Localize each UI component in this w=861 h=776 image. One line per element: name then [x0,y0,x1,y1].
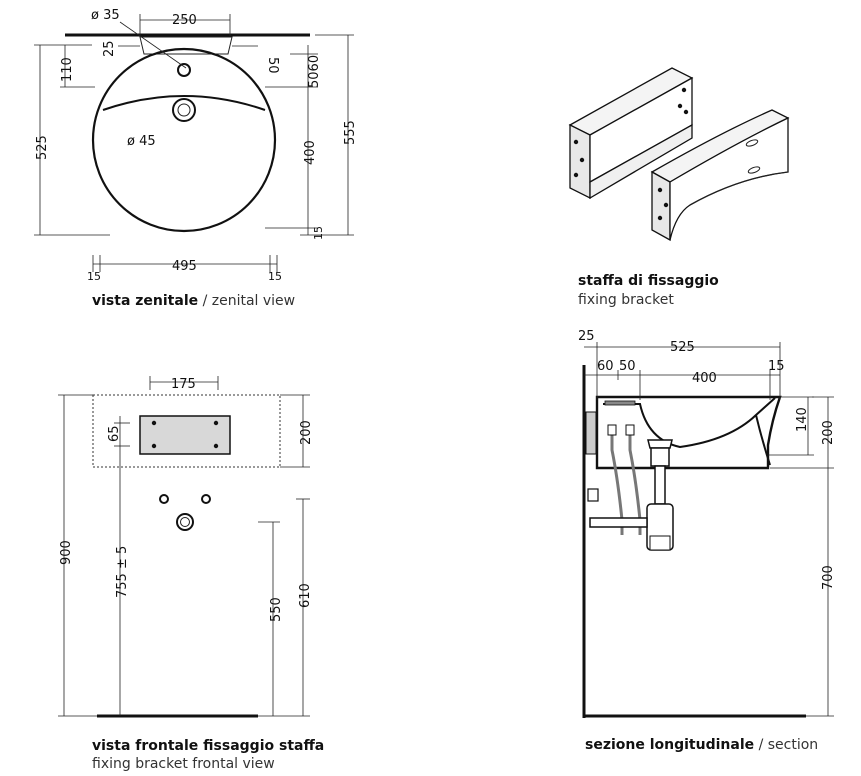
dim-900: 900 [59,540,74,565]
dim-15-left: 15 [87,270,101,283]
section-view: 25 525 60 50 400 15 140 200 700 sezione … [578,329,836,753]
dim-200-section: 200 [821,420,836,445]
waste-outlet [176,513,194,531]
frontal-caption-it: vista frontale fissaggio staffa [92,738,324,754]
tap-hole [177,63,191,77]
dim-5060: 5060 [307,55,322,88]
bracket-caption-it: staffa di fissaggio [578,273,719,289]
dim-550: 550 [269,597,284,622]
supply-hole-left [159,494,169,504]
dim-110: 110 [60,57,75,82]
overflow-channel [604,400,636,406]
dim-15-section: 15 [768,359,785,374]
dim-400-section: 400 [692,371,717,386]
bracket-caption-en: fixing bracket [578,292,674,308]
overflow-slot [139,36,233,55]
dim-555: 555 [343,120,358,145]
drain-inner [177,103,191,117]
dim-25-section: 25 [578,329,595,344]
drain-outer [172,98,196,122]
dim-60: 60 [597,359,614,374]
basin-rim [102,95,266,111]
frontal-caption-en: fixing bracket frontal view [92,756,275,772]
shutoff-valve [587,488,599,502]
basin-outline-dashed [92,394,281,468]
dim-495: 495 [172,259,197,274]
basin-body-section [595,395,782,470]
dim-525-section: 525 [670,340,695,355]
dim-755: 755 ± 5 [115,546,130,598]
section-caption: sezione longitudinale / section [585,737,818,753]
dim-tap-diameter: ø 35 [91,8,120,23]
dim-175: 175 [171,377,196,392]
basin-bowl-section [603,397,776,449]
bracket-straight [568,67,694,200]
dim-700: 700 [821,565,836,590]
bracket-view: staffa di fissaggio fixing bracket [568,67,790,308]
dim-width-250: 250 [172,13,197,28]
dim-610: 610 [298,583,313,608]
bracket-curved [650,109,790,242]
basin-outline [91,47,277,233]
dim-drain-diameter: ø 45 [127,134,156,149]
zenital-caption: vista zenitale / zenital view [92,293,295,309]
dim-525: 525 [35,135,50,160]
dim-140: 140 [795,407,810,432]
leader-tap [119,21,187,69]
dim-65: 65 [107,425,122,442]
dim-50-section: 50 [619,359,636,374]
dim-50: 50 [265,57,280,74]
frontal-view: 175 200 65 900 755 ± 5 550 610 vista fro… [58,376,324,772]
dim-15-right: 15 [312,226,325,240]
dim-400: 400 [303,140,318,165]
drain-valve [650,447,670,467]
dim-15-bottom: 15 [268,270,282,283]
dim-200-frontal: 200 [299,420,314,445]
zenital-view: ø 35 250 25 50 110 5060 525 555 ø 45 400… [34,8,358,309]
dim-25: 25 [102,40,117,57]
supply-hole-right [201,494,211,504]
wall-plate [585,411,597,455]
waste-pipe [589,517,648,528]
